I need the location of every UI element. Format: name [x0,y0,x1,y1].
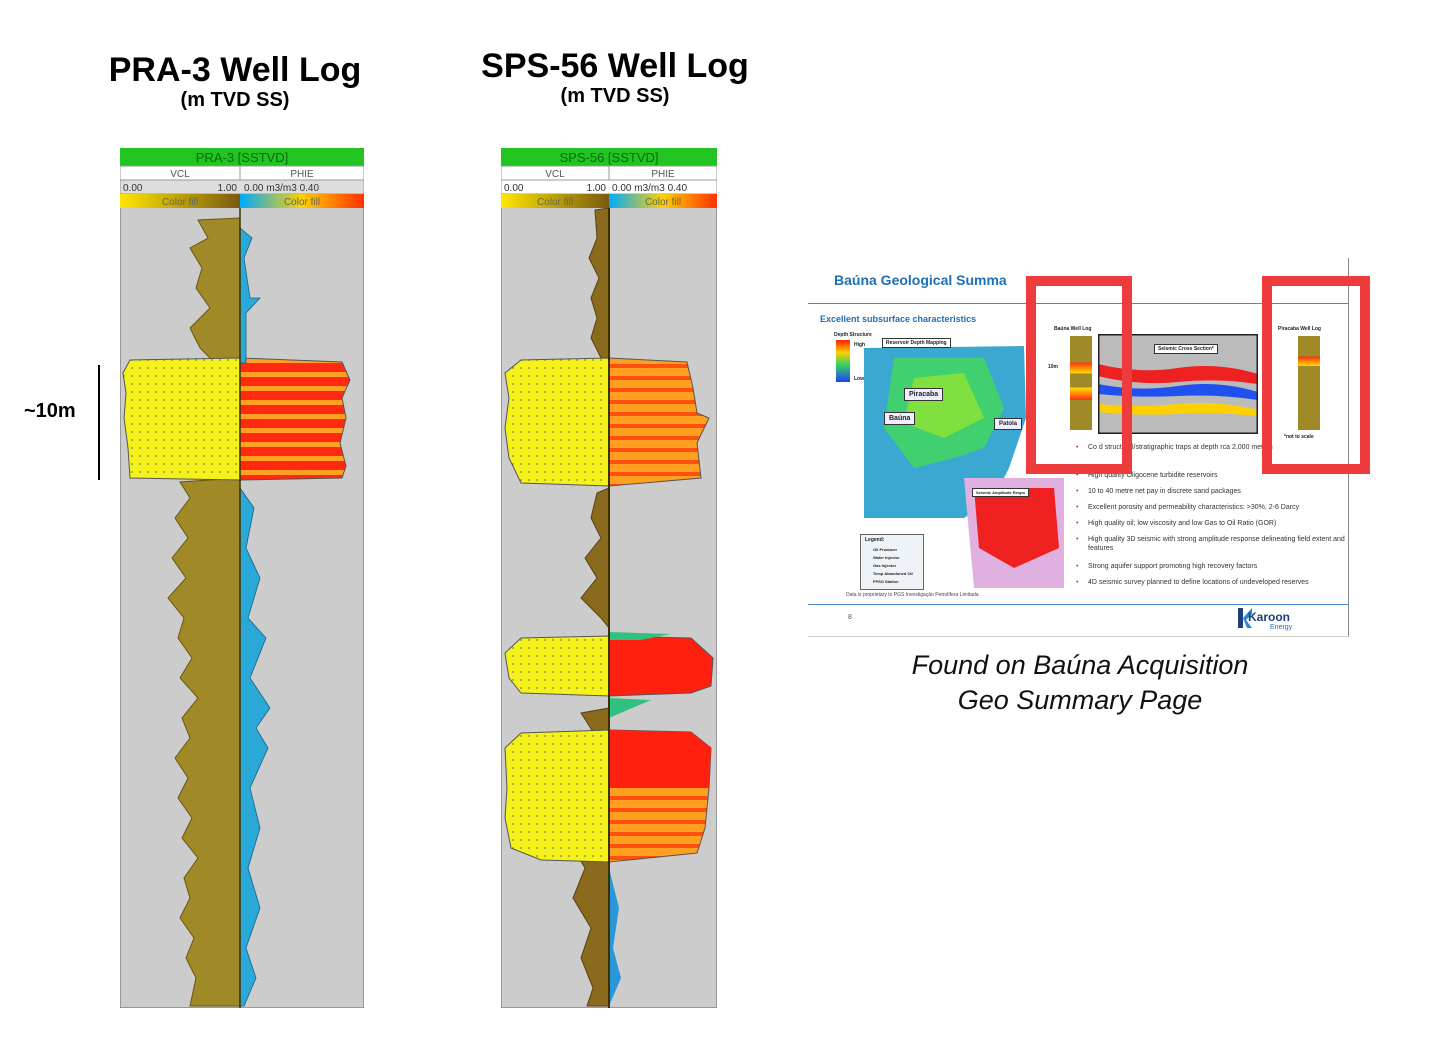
slide-page-number: 8 [848,614,852,621]
right-log-subtitle: (m TVD SS) [560,85,670,107]
right-log-header-bar [501,148,717,166]
right-track1-name: VCL [545,169,565,180]
slide-title-rule [808,303,1348,304]
depth-scale-bar [836,340,850,382]
not-to-scale-label: *not to scale [1284,434,1314,440]
right-phie-fill-1 [608,357,710,487]
bullet-3: 10 to 40 metre net pay in discrete sand … [1076,487,1348,496]
bullet-6: High quality 3D seismic with strong ampl… [1076,535,1348,553]
bullet-5: High quality oil; low viscosity and low … [1076,519,1348,528]
bauna-mini-log [1070,336,1092,430]
legend-item-5: FPSO Station [873,579,899,584]
ten-m-label: 10m [1048,364,1059,370]
right-track1-max: 1.00 [587,183,607,194]
left-sand-body [122,357,241,481]
legend-item-3: Gas Injector [873,563,897,568]
left-track1-fill-label: Color fill [162,197,198,208]
piracaba-well-log-label: Piracaba Well Log [1278,326,1321,332]
depth-structure-label: Depth Structure [834,332,872,338]
highlight-box-bauna-log [1026,276,1132,474]
left-log-subtitle: (m TVD SS) [180,89,290,111]
left-log-title-block: PRA-3 Well Log (m TVD SS) [90,52,380,112]
piracaba-mini-log [1298,336,1320,430]
legend-item-4: Temp Abandoned Oil [873,571,913,576]
slide-title: Baúna Geological Summa [834,272,1007,288]
highlight-box-piracaba-log [1262,276,1370,474]
scale-low-label: Low [854,376,864,382]
right-well-log: SPS-56 [SSTVD] VCL PHIE 0.00 1.00 0.00 m… [501,148,717,1008]
seismic-cross-label: Seismic Cross Section* [1154,344,1218,354]
left-well-log: PRA-3 [SSTVD] VCL PHIE 0.00 1.00 0.00 m3… [120,148,364,1008]
caption-line-1: Found on Baúna Acquisition [911,650,1249,680]
depth-marker-label: ~10m [24,400,76,422]
slide-footer-rule [808,604,1348,605]
piracaba-map-label: Piracaba [904,388,944,401]
bullet-8: 4D seismic survey planned to define loca… [1076,578,1348,587]
karoon-logo-icon [1238,608,1252,628]
left-log-header-bar [120,148,364,166]
bullet-7: Strong aquifer support promoting high re… [1076,562,1348,571]
scale-high-label: High [854,342,866,348]
right-sand-body-2 [504,635,610,697]
bullet-2: High quality Oligocene turbidite reservo… [1076,471,1348,480]
caption-line-2: Geo Summary Page [957,685,1203,715]
right-phie-fill-2 [608,635,714,697]
right-track1-min: 0.00 [504,183,524,194]
right-sand-body-1 [504,357,610,487]
left-log-title: PRA-3 Well Log [108,51,362,89]
patola-map-label: Patola [994,418,1023,430]
left-log-header: PRA-3 [SSTVD] [196,150,288,165]
legend-item-1: Oil Producer [873,547,898,552]
left-track2-name: PHIE [290,169,314,180]
right-track1-fill-label: Color fill [537,197,573,208]
right-log-header: SPS-56 [SSTVD] [560,150,659,165]
right-track2-name: PHIE [651,169,675,180]
left-track2-fill-label: Color fill [284,197,320,208]
legend-item-2: Water Injector [873,555,900,560]
depth-marker-bar [98,365,100,480]
bullet-1: Co d structural/stratigraphic traps at d… [1076,443,1348,452]
right-track2-fill-label: Color fill [645,197,681,208]
right-track2-scale: 0.00 m3/m3 0.40 [612,183,687,194]
map-legend: Legend: Oil Producer Water Injector Gas … [860,534,924,590]
company-name: Karoon [1248,610,1290,624]
caption: Found on Baúna Acquisition Geo Summary P… [880,648,1280,718]
right-sand-body-3 [504,729,610,863]
reservoir-map-label: Reservoir Depth Mapping [882,338,951,348]
right-log-title: SPS-56 Well Log [481,47,749,85]
left-track1-name: VCL [170,169,190,180]
left-phie-fill [239,357,351,481]
bauna-well-log-label: Baúna Well Log [1054,326,1092,332]
slide-heading: Excellent subsurface characteristics [820,314,977,324]
left-track2-scale: 0.00 m3/m3 0.40 [244,183,319,194]
proprietary-note: Data is proprietary to PGS Investigação … [846,592,979,598]
bullet-4: Excellent porosity and permeability char… [1076,503,1348,512]
bauna-map-label: Baúna [884,412,916,425]
left-track1-min: 0.00 [123,183,143,194]
right-log-title-block: SPS-56 Well Log (m TVD SS) [465,48,765,108]
company-sub: Energy [1270,624,1293,631]
left-track1-max: 1.00 [218,183,238,194]
legend-title: Legend: [865,537,885,543]
seismic-amp-label: Seismic Amplitude Respo [972,488,1029,497]
